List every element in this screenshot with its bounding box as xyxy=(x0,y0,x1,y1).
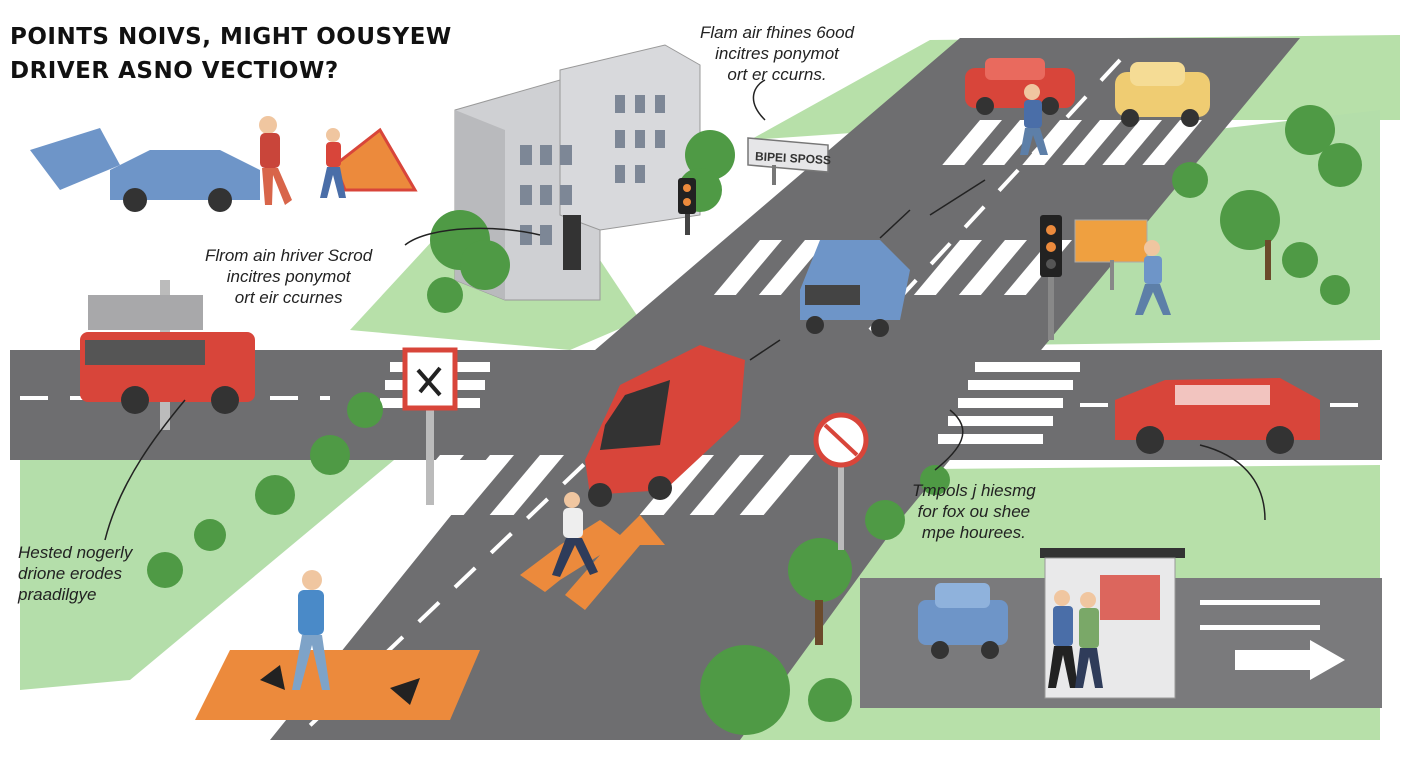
annotation-top-right: Flam air fhines 6ood incitres ponymot or… xyxy=(700,22,854,85)
annotation-line: incitres ponymot xyxy=(226,267,351,286)
pointer-lines xyxy=(104,79,1266,541)
annotation-line: Flam air fhines 6ood xyxy=(700,23,855,42)
annotation-line: Flrom ain hriver Scrod xyxy=(205,246,373,265)
road-signs xyxy=(88,127,1148,550)
title-line-1: POINTS NOIVS, MIGHT OOUSYEW xyxy=(10,24,452,50)
direction-arrow xyxy=(1200,600,1345,680)
crosswalks xyxy=(380,120,1202,515)
annotation-bottom-left: Hested nogerly drione erodes praadilgye xyxy=(18,542,132,605)
orange-markers xyxy=(195,515,665,720)
annotation-line: Hested nogerly xyxy=(18,543,133,562)
annotation-line: ort eir ccurnes xyxy=(234,288,343,307)
cars xyxy=(30,58,1320,659)
street-name-sign: BIPEI SPOSS xyxy=(747,137,832,185)
annotation-line: drione erodes xyxy=(18,564,122,583)
pedestrians xyxy=(259,84,1171,690)
annotation-line: praadilgye xyxy=(18,585,97,604)
trees xyxy=(147,105,1362,735)
annotation-line: incitres ponymot xyxy=(715,44,839,63)
annotation-line: mpe hourees. xyxy=(921,523,1026,542)
street-name-text: BIPEI SPOSS xyxy=(755,149,832,167)
traffic-lights xyxy=(678,178,1062,340)
page-title: POINTS NOIVS, MIGHT OOUSYEW DRIVER ASNO … xyxy=(10,20,452,88)
annotation-line: Tmpols j hiesmg xyxy=(912,481,1036,500)
annotation-bottom-right: Tmpols j hiesmg for fox ou shee mpe hour… xyxy=(912,480,1036,543)
annotation-line: for fox ou shee xyxy=(917,502,1031,521)
annotation-middle-left: Flrom ain hriver Scrod incitres ponymot … xyxy=(205,245,372,308)
title-line-2: DRIVER ASNO VECTIOW? xyxy=(10,58,339,84)
annotation-line: ort er ccurns. xyxy=(727,65,827,84)
